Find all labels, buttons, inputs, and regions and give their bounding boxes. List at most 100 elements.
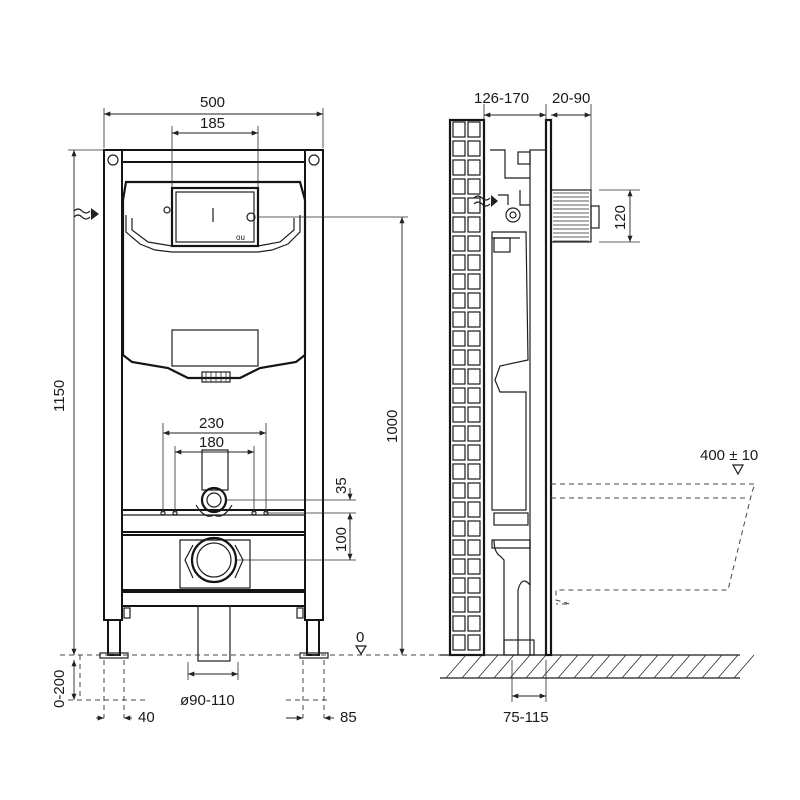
floor-hatch-line — [701, 654, 723, 679]
floor-hatch-line — [589, 654, 611, 679]
dim-height-to-floor: 1000 — [384, 410, 401, 443]
dim-frame-height: 1150 — [51, 380, 68, 412]
dim-wall-depth: 126-170 — [474, 90, 529, 107]
floor-hatch-line — [669, 654, 691, 679]
dim-frame-width: 500 — [200, 94, 225, 111]
triangle-marker-icon — [731, 464, 745, 476]
triangle-marker-icon — [354, 645, 368, 656]
toilet-bowl — [551, 483, 756, 605]
dim-drain-diameter: ø90-110 — [180, 692, 235, 709]
wall-tile — [452, 482, 466, 499]
floor-hatch-line — [557, 654, 579, 679]
floor-hatch-line — [605, 654, 627, 679]
dim-bowl-height: 400 ± 10 — [700, 447, 758, 464]
wall-tile — [467, 292, 481, 309]
wall-tile — [452, 501, 466, 518]
floor-hatch-line — [685, 654, 707, 679]
wall-tile — [452, 197, 466, 214]
wall-tile — [467, 596, 481, 613]
floor-hatch-line — [461, 654, 483, 679]
wall-tile — [467, 615, 481, 632]
inlet-pipe — [550, 189, 592, 243]
wall-tile — [452, 178, 466, 195]
wall-tile — [452, 368, 466, 385]
zero-mark: 0 — [356, 629, 364, 646]
dim-button-width: 185 — [200, 115, 225, 132]
wall-tile — [467, 482, 481, 499]
wall-tile — [467, 406, 481, 423]
wall-tile — [467, 520, 481, 537]
floor-hatch-line — [493, 654, 515, 679]
wall-tile — [467, 349, 481, 366]
panel-mark: ou — [236, 233, 245, 242]
wall-tile — [452, 159, 466, 176]
wave-arrow-icon — [73, 208, 99, 220]
wall-panel — [544, 118, 553, 657]
wall-tile — [467, 463, 481, 480]
wall-tile — [467, 634, 481, 651]
floor-section — [440, 654, 755, 679]
wall-tile — [452, 330, 466, 347]
wall-tile — [452, 235, 466, 252]
floor-hatch-line — [525, 654, 547, 679]
cistern-side — [491, 231, 529, 511]
cistern-body — [121, 180, 307, 380]
floor-hatch-line — [621, 654, 643, 679]
wall-tile — [452, 558, 466, 575]
wall-tile — [452, 596, 466, 613]
wall-tile — [467, 197, 481, 214]
floor-hatch-line — [637, 654, 659, 679]
wall-tile — [467, 425, 481, 442]
wall-tile — [452, 406, 466, 423]
drain-bend — [493, 539, 531, 655]
wall-tile — [452, 292, 466, 309]
wall-tile — [452, 615, 466, 632]
flush-button-opening — [170, 186, 260, 248]
wall-tile — [452, 349, 466, 366]
wall-tile — [467, 121, 481, 138]
side-view: 126-170 20-90 120 400 ± 10 75-115 — [440, 90, 758, 726]
wall-tile — [452, 539, 466, 556]
right-leg — [306, 619, 320, 656]
wall-tile — [452, 520, 466, 537]
frame-right-post — [304, 149, 324, 621]
wall-tile — [452, 425, 466, 442]
dim-plate-depth: 20-90 — [552, 90, 590, 107]
wall-tile — [452, 311, 466, 328]
dim-foot-left: 40 — [138, 709, 155, 726]
wall-tile — [467, 558, 481, 575]
wall-tile — [467, 178, 481, 195]
frame-left-post — [103, 149, 123, 621]
wall-tile — [467, 539, 481, 556]
dim-foot-right: 85 — [340, 709, 357, 726]
dim-inlet-height: 120 — [612, 205, 629, 230]
wall-tile — [467, 216, 481, 233]
wall-tile — [467, 159, 481, 176]
flush-pipe — [201, 449, 229, 491]
wall-tile — [452, 634, 466, 651]
floor-hatch-line — [717, 654, 739, 679]
wall-tile — [452, 140, 466, 157]
dim-drain-top: 35 — [333, 477, 350, 494]
wall-tile — [452, 444, 466, 461]
wall-tile — [467, 501, 481, 518]
wall-tile — [452, 216, 466, 233]
frame-top-bar — [121, 149, 306, 163]
floor-hatch-line — [445, 654, 467, 679]
dim-pin-outer: 230 — [199, 415, 224, 432]
floor-hatch-line — [653, 654, 675, 679]
floor-hatch-line — [509, 654, 531, 679]
dim-floor-depth: 75-115 — [503, 709, 549, 726]
wall-tile — [452, 577, 466, 594]
floor-hatch-line — [573, 654, 595, 679]
wall-tile — [452, 254, 466, 271]
wall-tile — [467, 273, 481, 290]
wave-arrow-icon — [473, 195, 498, 207]
wall-tile — [467, 368, 481, 385]
wall-tile — [467, 387, 481, 404]
dim-pin-inner: 180 — [199, 434, 224, 451]
wall-tile — [467, 330, 481, 347]
wall-tile — [467, 140, 481, 157]
floor-hatch-line — [477, 654, 499, 679]
wall-tile — [452, 387, 466, 404]
